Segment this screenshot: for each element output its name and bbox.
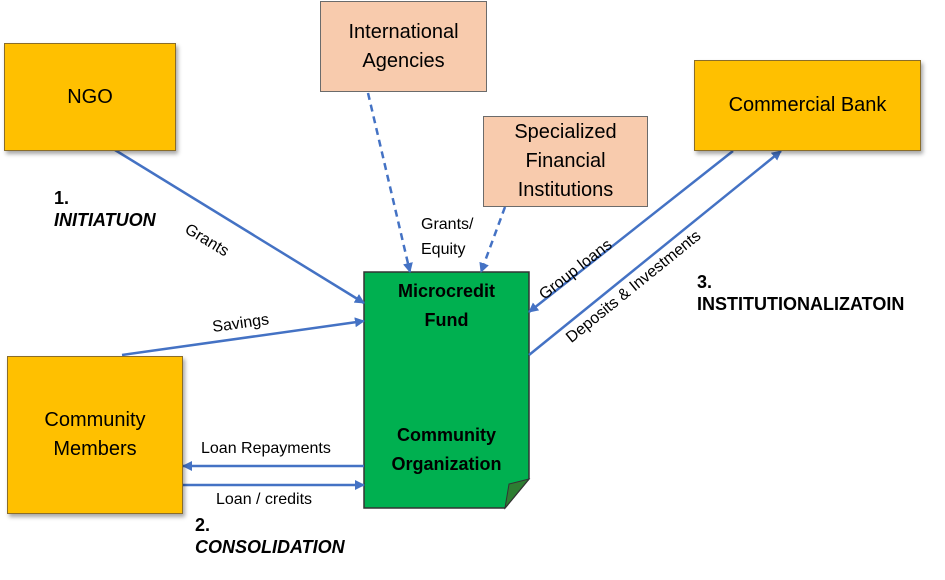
- arrow-members-to-fund: [121, 317, 365, 357]
- stage-2-number: 2.: [195, 515, 211, 535]
- community-organization-title: Community Organization: [364, 421, 529, 479]
- stage-1-name: INITIATUON: [54, 210, 156, 230]
- microcredit-fund-line1: Microcredit: [397, 281, 496, 301]
- fund-folded-corner: [504, 478, 531, 510]
- arrow-institutions-to-fund: [479, 206, 507, 273]
- community-members-label-line1: Community: [44, 409, 146, 431]
- international-agencies-label-line1: International: [348, 20, 459, 43]
- specialized-institutions-label-line1: Specialized: [514, 121, 617, 143]
- loan-credits-label: Loan / credits: [216, 491, 313, 508]
- stage-1-label: 1. INITIATUON: [54, 187, 156, 231]
- arrow-fund-to-bank: [528, 150, 782, 356]
- arrow-bank-to-fund: [528, 150, 734, 313]
- microcredit-fund-title: Microcredit Fund: [364, 277, 529, 335]
- international-agencies-label-line2: Agencies: [362, 49, 445, 72]
- microcredit-fund-line2: Fund: [424, 310, 469, 330]
- arrow-agencies-to-fund: [366, 92, 413, 273]
- international-agencies-box: International Agencies: [320, 1, 487, 92]
- stage-3-label: 3. INSTITUTIONALIZATOIN: [697, 271, 904, 315]
- specialized-institutions-label-line2: Financial: [525, 150, 606, 172]
- stage-2-name: CONSOLIDATION: [195, 537, 345, 557]
- commercial-bank-box: Commercial Bank: [694, 60, 921, 151]
- stage-3-name: INSTITUTIONALIZATOIN: [697, 294, 905, 314]
- specialized-institutions-box: Specialized Financial Institutions: [483, 116, 648, 207]
- grants-equity-line1: Grants/: [421, 216, 474, 233]
- stage-3-number: 3.: [697, 272, 713, 292]
- community-organization-line2: Organization: [391, 454, 502, 474]
- grants-equity-label: Grants/ Equity: [421, 212, 473, 262]
- arrow-ngo-to-fund: [114, 148, 365, 305]
- stage-1-number: 1.: [54, 188, 70, 208]
- loan-repayments-label: Loan Repayments: [201, 440, 331, 457]
- ngo-label: NGO: [67, 85, 113, 108]
- ngo-box: NGO: [4, 43, 176, 151]
- community-organization-line1: Community: [397, 425, 496, 445]
- commercial-bank-label: Commercial Bank: [728, 94, 887, 116]
- grants-equity-line2: Equity: [421, 241, 466, 258]
- community-members-box: Community Members: [7, 356, 183, 514]
- specialized-institutions-label-line3: Institutions: [517, 179, 614, 201]
- community-members-label-line2: Members: [53, 438, 137, 460]
- stage-2-label: 2. CONSOLIDATION: [195, 514, 345, 558]
